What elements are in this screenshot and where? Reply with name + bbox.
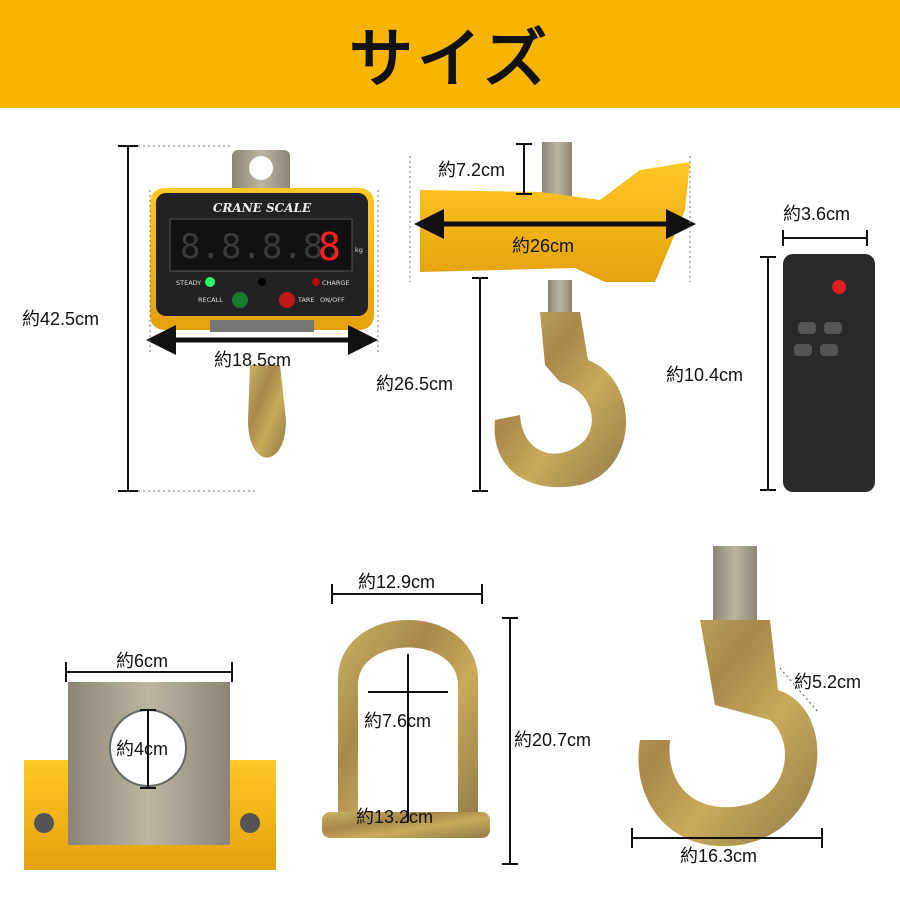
- remote-power-button: [832, 280, 846, 294]
- remote-control: 約3.6cm 約10.4cm: [666, 204, 875, 492]
- sensor-dot: [258, 278, 266, 286]
- shackle-pin: [322, 812, 490, 838]
- panel-title: CRANE SCALE: [213, 201, 312, 215]
- scale-bottom: [210, 320, 314, 332]
- shackle-height-label: 約20.7cm: [514, 730, 591, 750]
- scale-front: CRANE SCALE 8.8.8.8. 8 kg STEADY CHARGE …: [22, 145, 379, 492]
- scale-height-label: 約42.5cm: [22, 309, 99, 329]
- scale-width-label: 約18.5cm: [214, 350, 291, 370]
- hook-height-label: 約26.5cm: [376, 374, 453, 394]
- shackle-body: [338, 620, 478, 830]
- hook-width-label: 約16.3cm: [680, 846, 757, 866]
- hook: 約5.2cm 約16.3cm: [631, 546, 861, 866]
- title-banner: サイズ: [0, 0, 900, 108]
- unit-label: kg: [355, 246, 363, 254]
- side-length-label: 約26cm: [512, 236, 574, 256]
- recall-button: [232, 292, 248, 308]
- page-title: サイズ: [348, 23, 552, 97]
- side-depth-label: 約7.2cm: [438, 160, 505, 180]
- display-digits: 8.8.8.8.: [180, 227, 344, 267]
- display-red-digit: 8: [318, 225, 341, 269]
- mount-width-label: 約6cm: [116, 651, 168, 671]
- shackle-width-label: 約12.9cm: [358, 572, 435, 592]
- remote-body: [783, 254, 875, 492]
- hanger-hole: [249, 156, 273, 180]
- side-top-hanger: [542, 142, 572, 198]
- shackle-inner-width-label: 約7.6cm: [364, 711, 431, 731]
- side-hook: [494, 312, 627, 488]
- hook-body: [638, 620, 818, 847]
- hook-opening-label: 約5.2cm: [794, 672, 861, 692]
- charge-led: [312, 278, 320, 286]
- onoff-label: ON/OFF: [320, 296, 345, 304]
- mount-bracket: 約6cm 約4cm: [24, 651, 276, 870]
- shackle-inner-height-label: 約13.2cm: [356, 807, 433, 827]
- front-hook: [248, 365, 286, 458]
- steady-led: [205, 277, 215, 287]
- scale-side: 約26cm 約7.2cm 約26.5cm: [376, 142, 696, 492]
- shackle: 約12.9cm 約7.6cm 約13.2cm 約20.7cm: [322, 572, 591, 865]
- recall-label: RECALL: [198, 296, 223, 304]
- remote-height-label: 約10.4cm: [666, 365, 743, 385]
- charge-label: CHARGE: [322, 279, 350, 287]
- remote-width-label: 約3.6cm: [783, 204, 850, 224]
- mount-hole-label: 約4cm: [116, 739, 168, 759]
- tare-button: [279, 292, 295, 308]
- tare-label: TARE: [297, 296, 315, 304]
- steady-label: STEADY: [176, 279, 201, 287]
- led-display: [169, 218, 353, 272]
